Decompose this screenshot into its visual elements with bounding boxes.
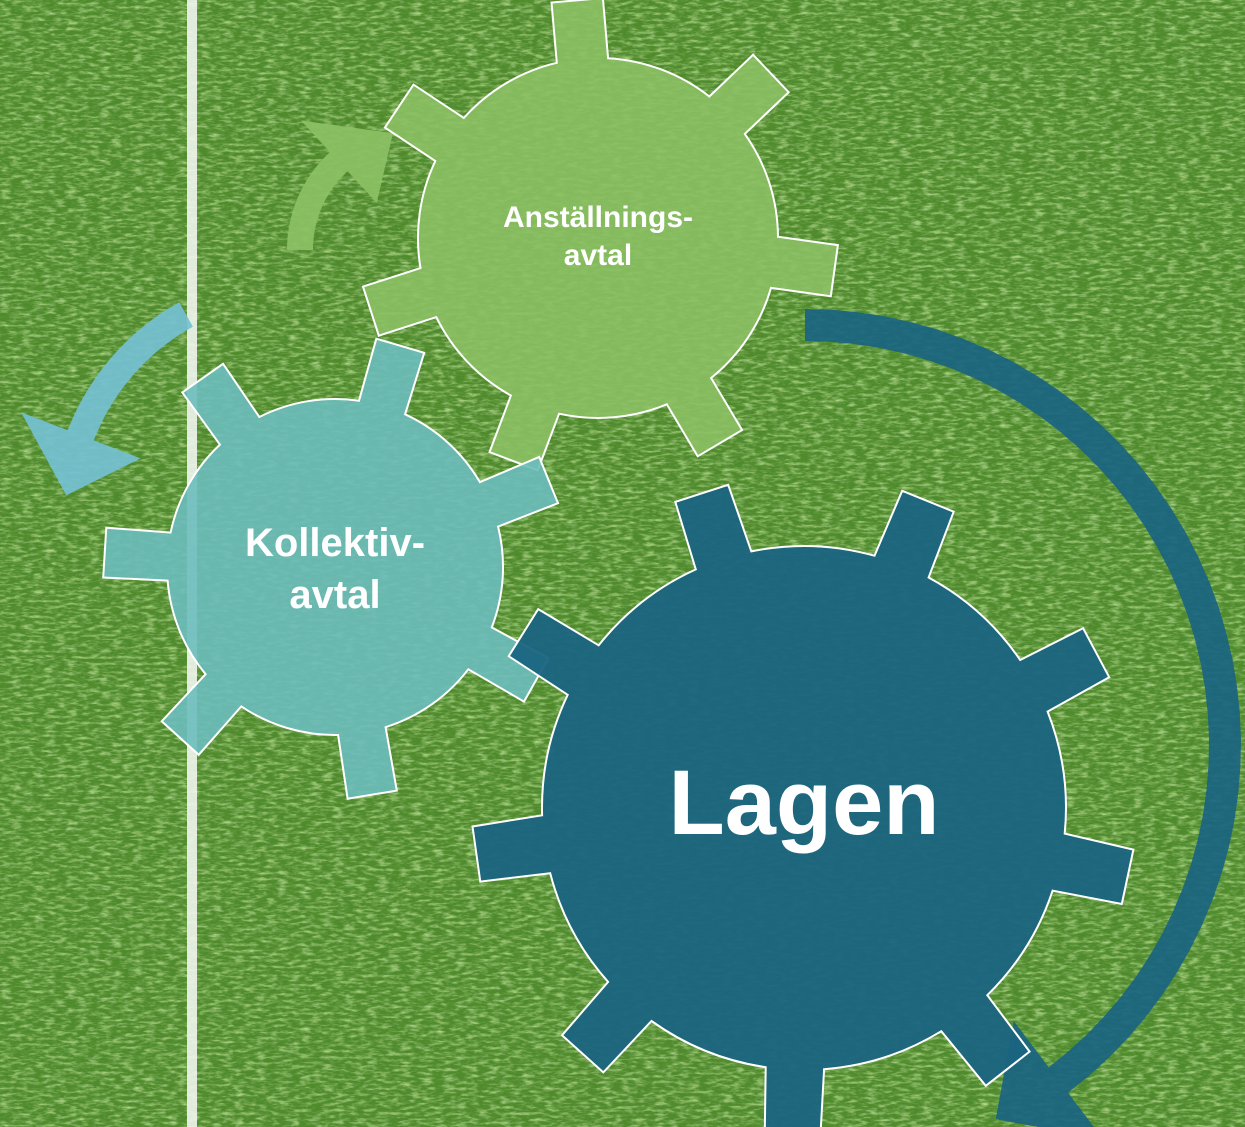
gear-kollektivavtal-shape (102, 337, 560, 800)
gear-label-kollektivavtal-line2: avtal (289, 573, 380, 617)
gear-anstallningsavtal-shape (361, 0, 840, 472)
gear-label-anstallningsavtal-line2: avtal (564, 239, 632, 272)
gear-label-lagen: Lagen (669, 752, 940, 854)
gear-lagen: Lagen (471, 483, 1135, 1127)
gear-kollektivavtal: Kollektiv- avtal (102, 337, 560, 800)
gear-anstallningsavtal: Anställnings- avtal (361, 0, 840, 472)
gear-lagen-shape (471, 483, 1135, 1127)
gear-label-kollektivavtal-line1: Kollektiv- (245, 521, 425, 565)
arrow-light-blue (21, 302, 193, 496)
gear-label-anstallningsavtal-line1: Anställnings- (503, 201, 693, 234)
arrow-green (287, 120, 393, 250)
